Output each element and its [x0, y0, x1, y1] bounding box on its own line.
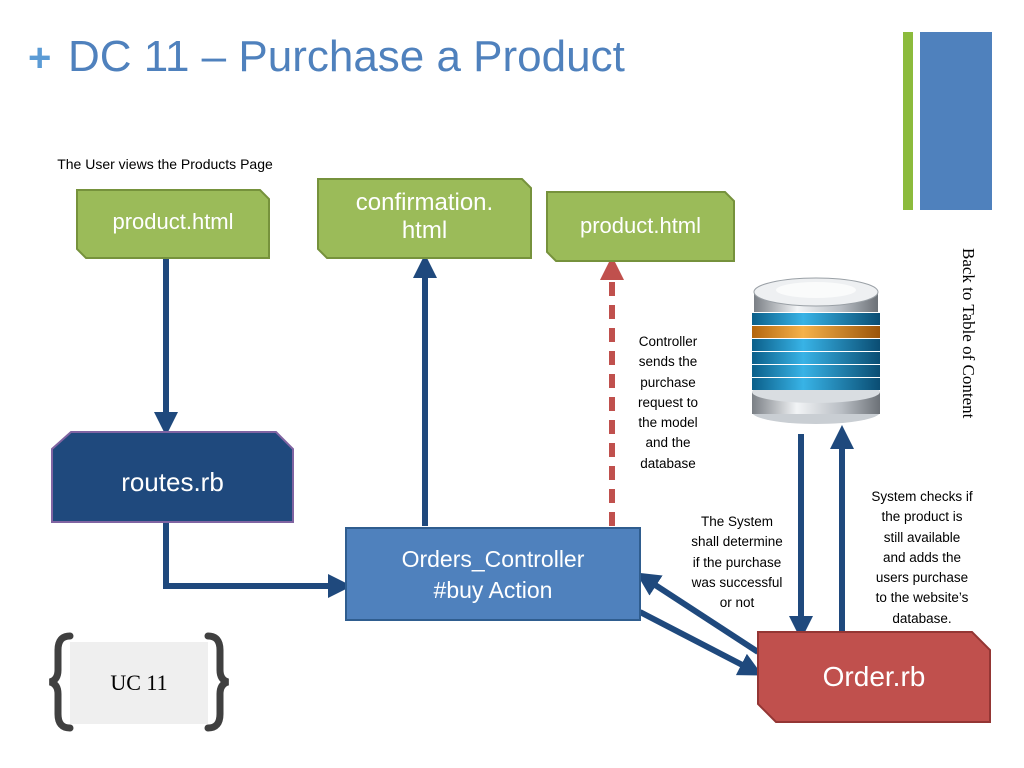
node-orders-controller[interactable]: Orders_Controller #buy Action [401, 546, 585, 604]
node-routes-rb[interactable]: routes.rb [121, 467, 224, 497]
arrow-order-to-controller [635, 572, 760, 655]
accent-stripe-green [903, 32, 913, 210]
node-orders-controller-shape [345, 527, 641, 621]
annotation-system-checks: System checks if the product is still av… [871, 489, 973, 626]
node-confirmation-html[interactable]: confirmation. html [355, 189, 494, 244]
node-product-html-2-shape [546, 191, 735, 262]
database-icon [752, 277, 880, 424]
node-routes-rb-shape [51, 431, 294, 523]
node-product-html-1[interactable]: product.html [112, 209, 234, 234]
node-confirmation-html-shape [317, 178, 532, 259]
uc-badge-label: UC 11 [110, 670, 168, 695]
page-title: DC 11 – Purchase a Product [68, 32, 625, 81]
annotation-views-products: The User views the Products Page [57, 156, 273, 172]
node-product-html-2[interactable]: product.html [579, 213, 702, 238]
uc-badge-shape [48, 632, 230, 732]
accent-stripe-blue [920, 32, 992, 210]
annotation-controller-sends: Controller sends the purchase request to… [637, 334, 699, 471]
node-order-rb-shape [757, 631, 991, 723]
back-to-table-of-content-link[interactable]: Back to Table of Content [959, 248, 978, 419]
annotation-system-determine: The System shall determine if the purcha… [691, 514, 783, 610]
node-product-html-1-shape [76, 189, 270, 259]
arrow-controller-to-order [638, 609, 763, 676]
arrow-routes-to-controller [163, 522, 352, 598]
node-order-rb[interactable]: Order.rb [822, 661, 926, 692]
plus-icon: + [28, 36, 52, 80]
